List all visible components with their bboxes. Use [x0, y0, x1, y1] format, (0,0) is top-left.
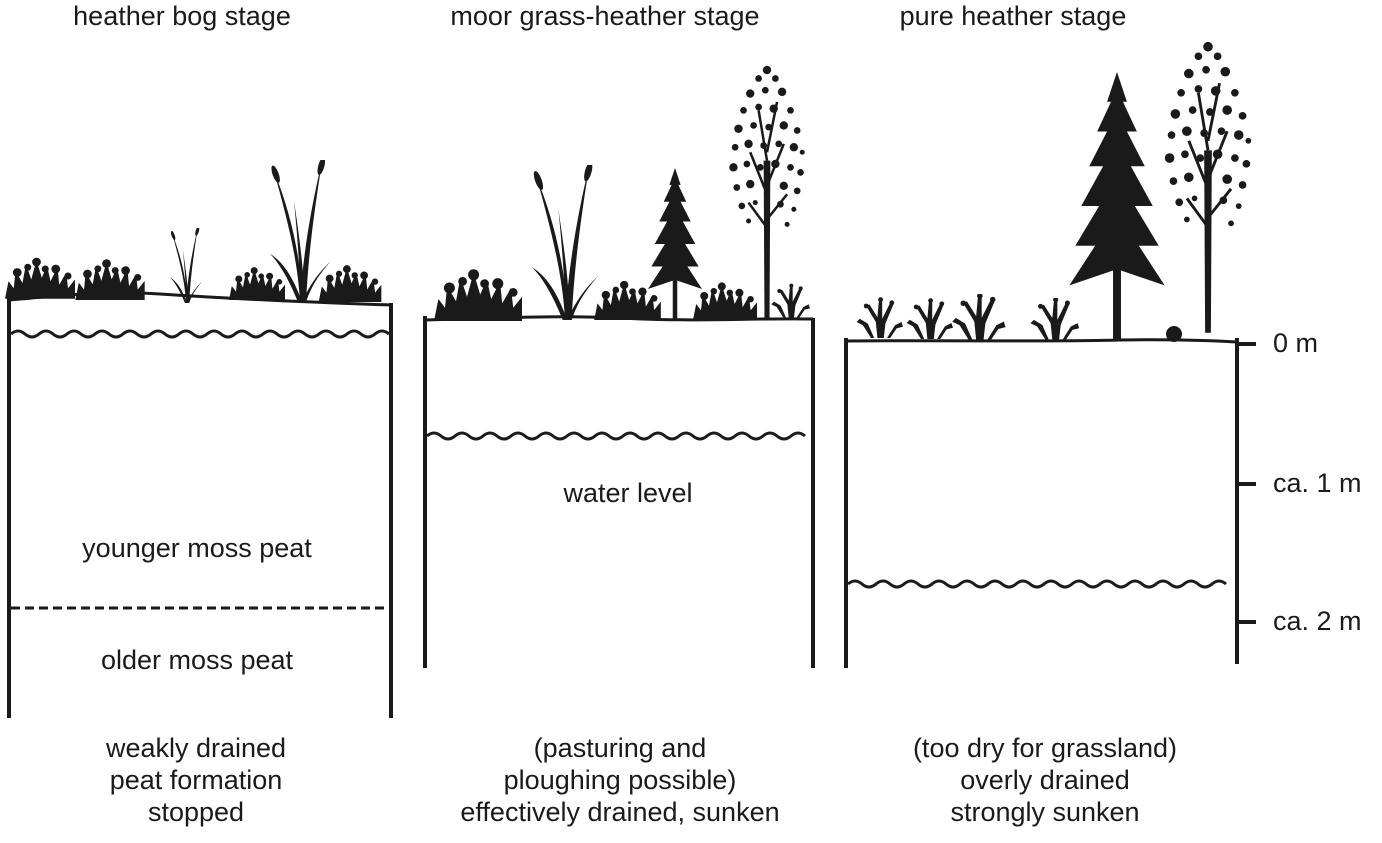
footer-heather-bog: weakly drained peat formation stopped — [106, 732, 286, 828]
depth-label-1m: ca. 1 m — [1273, 468, 1362, 498]
stage-title-pure-heather: pure heather stage — [899, 1, 1127, 31]
profile-pure-heather — [844, 40, 1256, 668]
profile-2-water-line — [426, 431, 806, 441]
profile-3-water-line — [847, 579, 1227, 589]
profile-heather-bog — [5, 160, 393, 718]
footer-1-line-1: weakly drained — [105, 733, 287, 763]
profile-2-vegetation — [434, 64, 810, 321]
stage-title-moor-grass-heather: moor grass-heather stage — [450, 1, 760, 31]
profile-moor-grass-heather — [423, 64, 815, 668]
footer-3-line-2: overly drained — [960, 765, 1130, 795]
footer-2-line-2: ploughing possible) — [503, 765, 737, 795]
footer-1-line-2: peat formation — [109, 765, 283, 795]
depth-label-2m: ca. 2 m — [1273, 606, 1362, 636]
profile-1-water-line — [10, 329, 390, 339]
label-water-level: water level — [563, 478, 693, 508]
profile-1-vegetation — [5, 160, 382, 303]
stage-title-heather-bog: heather bog stage — [73, 1, 291, 31]
label-older-moss-peat: older moss peat — [100, 645, 294, 675]
profile-3-vegetation — [856, 40, 1253, 342]
footer-3-line-3: strongly sunken — [950, 797, 1140, 827]
footer-moor-grass-heather: (pasturing and ploughing possible) effec… — [460, 732, 779, 828]
depth-label-0m: 0 m — [1273, 328, 1319, 358]
profile-3-surface — [845, 338, 1238, 344]
footer-2-line-3: effectively drained, sunken — [460, 797, 780, 827]
footer-2-line-1: (pasturing and — [533, 733, 707, 763]
footer-1-line-3: stopped — [147, 797, 245, 827]
footer-pure-heather: (too dry for grassland) overly drained s… — [913, 732, 1177, 828]
footer-3-line-1: (too dry for grassland) — [912, 733, 1178, 763]
label-younger-moss-peat: younger moss peat — [82, 533, 312, 563]
